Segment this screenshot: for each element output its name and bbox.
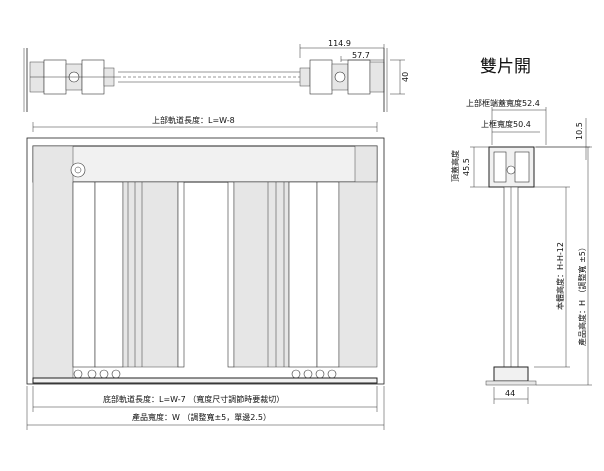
front-elevation: 上部軌道長度：L=W-8: [26, 115, 385, 430]
drawing-title: 雙片開: [480, 57, 531, 77]
top-frame-end-cover-width-label: 上部框端蓋寬度52.4: [466, 98, 540, 108]
dim-profile-height: 40: [401, 72, 410, 82]
top-cover-height-label: 頂蓋高度: [450, 150, 460, 182]
dim-bottom-width: 44: [505, 389, 515, 398]
dim-top-gap: 10.5: [575, 122, 584, 140]
bottom-track-length-label: 底部軌道長度：L=W-7 （寬度尺寸調節時要裁切）: [103, 394, 284, 404]
side-section: 上部框端蓋寬度52.4 上框寬度50.4 10.5 頂蓋高度 45.5 本體高度…: [450, 98, 592, 404]
top-plan-view: 114.9 57.7 40: [23, 39, 410, 112]
dim-total-width: 114.9: [328, 39, 351, 48]
body-height-label: 本體高度：H-H-12: [555, 242, 565, 310]
product-height-label: 產品高度：H （調整寬 ±5）: [577, 243, 587, 346]
top-frame-width-label: 上框寬度50.4: [481, 119, 531, 129]
top-cover-height-value: 45.5: [462, 158, 471, 176]
product-width-label: 產品寬度：W （調整寬±5，單邊2.5）: [132, 412, 271, 422]
dim-half-width: 57.7: [352, 51, 370, 60]
top-track-length-label: 上部軌道長度：L=W-8: [152, 115, 235, 125]
